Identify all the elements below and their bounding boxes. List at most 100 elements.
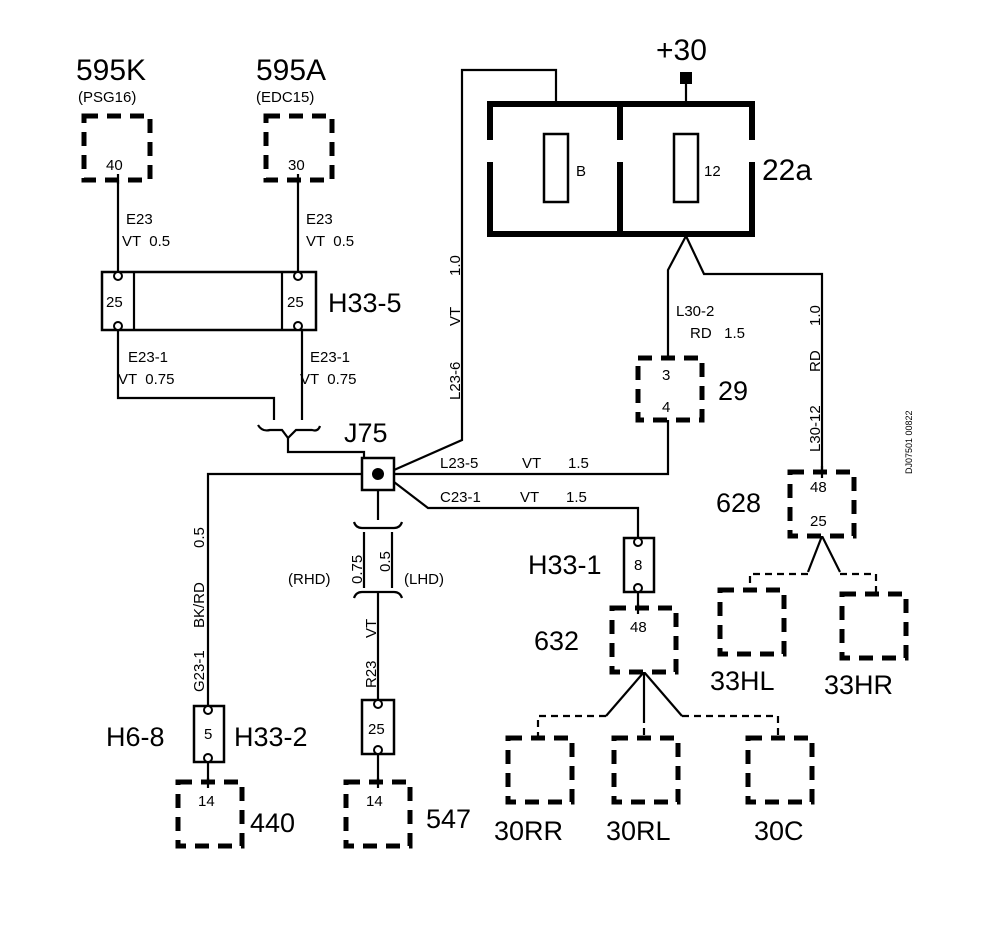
component-547: 14 547 [343, 779, 471, 849]
component-628: 628 48 25 [716, 469, 857, 539]
pin-dot [633, 583, 643, 593]
wire-l30-12 [685, 235, 824, 470]
pin-h6-8-5: 5 [204, 726, 212, 743]
wire-label-r23-name: R23 [363, 660, 380, 688]
label-j75: J75 [344, 418, 388, 448]
wire-label-c23-1-size: 1.5 [566, 489, 587, 506]
wire-l23-6 [393, 68, 558, 472]
pin-547-14: 14 [366, 793, 383, 810]
component-440: 14 440 [175, 779, 295, 849]
wire-label-l23-6-name: L23-6 [447, 362, 464, 400]
wire-e23-1-left [116, 330, 276, 420]
component-j75: J75 [344, 418, 396, 492]
component-r23-connector: 25 [360, 698, 396, 756]
label-632: 632 [534, 626, 579, 656]
label-plus30: +30 [656, 34, 707, 67]
wire-632-to-30rr [536, 714, 606, 736]
label-440: 440 [250, 808, 295, 838]
wire-label-l23-6-size: 1.0 [447, 255, 464, 276]
pin-stubs [116, 174, 824, 788]
connector-box-h33-5 [100, 270, 318, 332]
connector-box-30rr [505, 735, 575, 805]
wire-label-e23-left: E23 [126, 211, 153, 228]
connector-box-30c [745, 735, 815, 805]
pin-595k-40: 40 [106, 157, 123, 174]
connector-box-30rl [611, 735, 681, 805]
wire-label-g23-1-name: G23-1 [191, 650, 208, 692]
wire-r23-bracket-top [352, 521, 404, 530]
wire-spec-e23-left: VT 0.5 [122, 233, 170, 250]
connector-box-547 [343, 779, 413, 849]
wire-label-c23-1-color: VT [520, 489, 539, 506]
component-h6-8: H6-8 5 H33-2 [106, 704, 308, 764]
pin-dot [113, 321, 123, 331]
pin-dot [203, 753, 213, 763]
wire-label-g23-1: 0.5 BK/RD G23-1 [191, 527, 208, 692]
wire-label-lhd: (LHD) [404, 571, 444, 588]
connector-box-595k [81, 113, 153, 183]
wire-628-split-right [821, 535, 841, 573]
pin-632-48: 48 [630, 619, 647, 636]
fusebox-gap [744, 140, 760, 162]
wire-label-l30-2: L30-2 RD 1.5 [676, 303, 745, 342]
pin-h33-1-8: 8 [634, 557, 642, 574]
supply-terminal-icon [680, 72, 692, 84]
splice-node-icon [372, 468, 384, 480]
wire-label-r23-size-lhd: 0.5 [377, 551, 394, 572]
label-edc15: (EDC15) [256, 89, 314, 106]
pin-r23-25: 25 [368, 721, 385, 738]
fuse-b-icon [542, 132, 570, 204]
pin-29-4: 4 [662, 399, 670, 416]
component-30rr: 30RR [494, 735, 575, 846]
wire-label-c23-1-name: C23-1 [440, 489, 481, 506]
connector-box-33hr [839, 591, 909, 661]
component-33hr: 33HR [824, 591, 909, 700]
wire-labels-j75-right: L23-5 VT 1.5 C23-1 VT 1.5 [440, 455, 589, 506]
pin-dot [113, 271, 123, 281]
component-h33-1: H33-1 8 [528, 536, 656, 594]
label-h33-5: H33-5 [328, 288, 402, 318]
pin-dot [203, 705, 213, 715]
wire-label-e23-1-left: E23-1 [128, 349, 168, 366]
wire-632-to-30c [682, 714, 780, 736]
wire-spec-e23-1-left: VT 0.75 [118, 371, 174, 388]
label-psg16: (PSG16) [78, 89, 136, 106]
wire-label-l30-12: 1.0 RD L30-12 [807, 305, 824, 452]
label-30rr: 30RR [494, 816, 563, 846]
pin-dot [633, 537, 643, 547]
wire-label-l23-6: L23-6 VT 1.0 [447, 255, 464, 400]
label-22a: 22a [762, 154, 812, 187]
fusebox-gap [482, 140, 498, 162]
wire-628-split-left [806, 535, 824, 573]
label-h6-8: H6-8 [106, 722, 165, 752]
label-595k: 595K [76, 54, 146, 87]
wire-628-to-33hr [840, 572, 878, 594]
wire-g23-1 [206, 472, 364, 708]
pin-dot [373, 699, 383, 709]
wire-632-split-left [605, 671, 645, 717]
label-547: 547 [426, 804, 471, 834]
wire-label-g23-1-color: BK/RD [191, 582, 208, 628]
connector-box-440 [175, 779, 245, 849]
wire-label-l30-2-name: L30-2 [676, 303, 714, 320]
wire-label-l30-2-spec: RD 1.5 [690, 325, 745, 342]
wire-merge-bracket [257, 424, 322, 440]
component-632: 632 48 [534, 605, 679, 675]
wire-label-rhd: (RHD) [288, 571, 331, 588]
wire-labels-e23-1: E23-1 VT 0.75 E23-1 VT 0.75 [118, 349, 356, 388]
wires [116, 68, 878, 784]
label-628: 628 [716, 488, 761, 518]
pin-dot [293, 321, 303, 331]
pin-h33-5-left: 25 [106, 294, 123, 311]
label-30rl: 30RL [606, 816, 671, 846]
label-33hl: 33HL [710, 666, 775, 696]
connector-box-632 [609, 605, 679, 675]
wire-label-e23-1-right: E23-1 [310, 349, 350, 366]
label-h33-2: H33-2 [234, 722, 308, 752]
wire-label-l23-6-color: VT [447, 307, 464, 326]
component-30rl: 30RL [606, 735, 681, 846]
wire-labels-e23: E23 VT 0.5 E23 VT 0.5 [122, 211, 354, 250]
pin-29-3: 3 [662, 367, 670, 384]
wire-label-r23-size-rhd: 0.75 [349, 555, 366, 584]
